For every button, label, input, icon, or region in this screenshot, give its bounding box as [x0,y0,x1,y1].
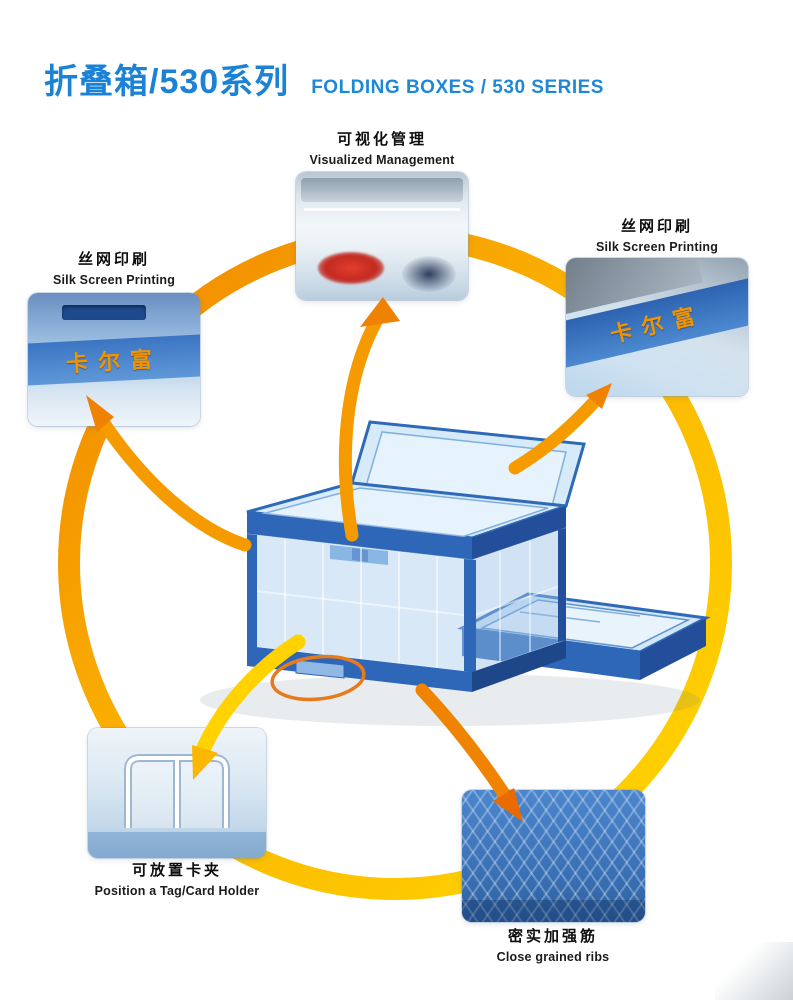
label-ribs-en: Close grained ribs [496,949,610,964]
label-card-holder-en: Position a Tag/Card Holder [94,883,260,898]
label-visualized-cn: 可视化管理 [336,131,427,148]
folded-box [457,592,711,680]
card-holder-photo [88,728,266,858]
box-edge-base [88,832,266,858]
label-ribs: 密实加强筋 Close grained ribs [453,928,653,965]
brand-print: 卡尔富 [65,346,163,377]
arrow-to-visualized [338,297,400,542]
visualized-management-photo [296,172,468,300]
ribs-bottom-edge [462,900,645,922]
printed-brand-band: 卡尔富 [28,334,200,386]
page-title-en: FOLDING BOXES / 530 SERIES [311,77,604,98]
label-silk-right-cn: 丝网印刷 [620,218,693,235]
contents-red-item [318,252,384,284]
label-visualized-en: Visualized Management [309,152,455,167]
label-ribs-cn: 密实加强筋 [507,928,598,945]
box-rim-detail [301,178,463,202]
ribs-texture-photo [462,790,645,922]
page-corner-shade [715,942,793,1000]
silk-screen-photo-right: 卡尔富 [566,258,748,396]
contents-dark-item [402,256,456,292]
handle-slot [62,305,146,320]
silk-screen-photo-left: 卡尔富 [28,293,200,426]
label-card-holder-cn: 可放置卡夹 [131,862,222,879]
window-seam [304,208,460,211]
label-silk-left: 丝网印刷 Silk Screen Printing [14,251,214,288]
product-shadow [200,674,700,726]
label-silk-right: 丝网印刷 Silk Screen Printing [557,218,757,255]
label-silk-left-en: Silk Screen Printing [52,272,176,287]
page-header: 折叠箱/530系列 FOLDING BOXES / 530 SERIES [44,54,604,103]
label-silk-right-en: Silk Screen Printing [595,239,719,254]
brand-print: 卡尔富 [607,301,707,348]
label-card-holder: 可放置卡夹 Position a Tag/Card Holder [77,862,277,899]
latch-highlight-ellipse [270,654,366,702]
page-title-cn: 折叠箱/530系列 [44,63,290,101]
label-silk-left-cn: 丝网印刷 [77,251,150,268]
main-box [246,420,586,692]
label-visualized: 可视化管理 Visualized Management [282,131,482,168]
